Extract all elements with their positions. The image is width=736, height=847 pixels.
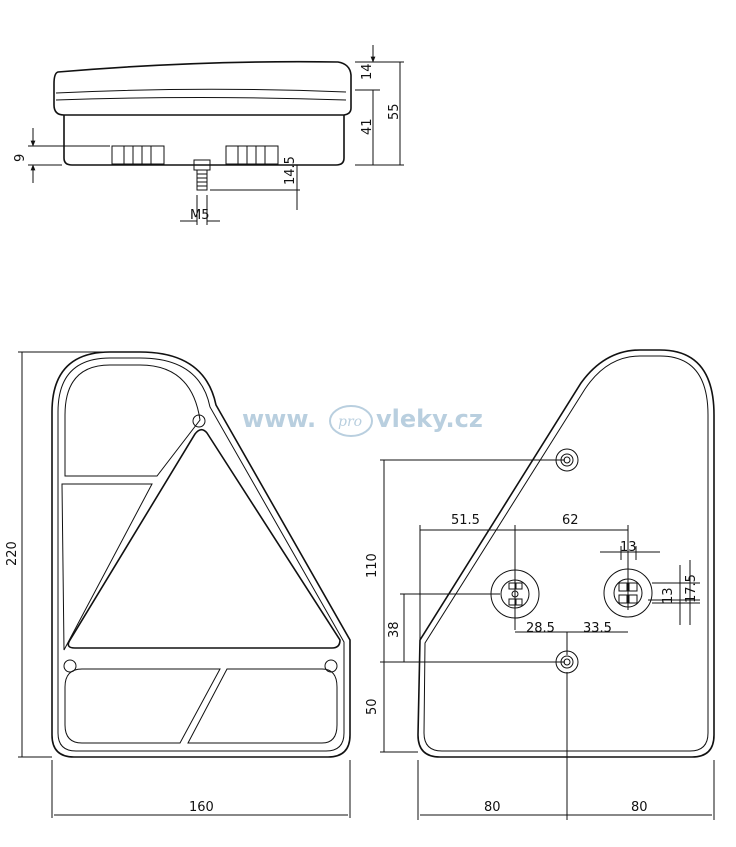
front-outline: [51, 351, 351, 758]
mount-hole-top: [192, 414, 206, 428]
dim-top-label: 14: [360, 63, 375, 80]
dim-connector-offset-label: 17.5: [684, 574, 699, 603]
thread-label: M5: [190, 208, 210, 223]
upper-lens: [64, 364, 201, 477]
rear-outline: [417, 349, 715, 758]
lower-lens-right: [187, 668, 338, 744]
mount-hole-right: [324, 659, 338, 673]
watermark: www. pro vleky.cz: [242, 405, 483, 437]
dim-half-right-label: 80: [631, 800, 648, 815]
rear-view: 110 50 38 51.5 62 28.5 33.5 13 13 17.5 8…: [365, 349, 715, 820]
dim-upper-label: 110: [365, 553, 380, 578]
front-view: 220 160: [5, 351, 351, 818]
dim-total-label: 55: [387, 103, 402, 120]
triangle-reflector: [67, 428, 341, 649]
dim-center-to-right-label: 33.5: [583, 621, 612, 636]
mount-clip-right: [225, 145, 279, 165]
dim-connector-spacing-label: 62: [562, 513, 579, 528]
watermark-www: www.: [242, 405, 316, 433]
watermark-pro: pro: [338, 414, 362, 430]
mounting-stud: [193, 159, 211, 191]
side-view: 14 41 55 9 14.5 M5: [13, 45, 404, 225]
watermark-domain: vleky.cz: [376, 405, 483, 433]
dim-half-left-label: 80: [484, 800, 501, 815]
lower-lens-left: [64, 668, 221, 744]
dim-pin-pitch-h-label: 13: [620, 540, 637, 555]
side-strip: [61, 483, 153, 651]
dim-left-spacing-label: 51.5: [451, 513, 480, 528]
dim-stud-label: 14.5: [283, 156, 298, 185]
dim-left-to-center-label: 28.5: [526, 621, 555, 636]
housing-body: [63, 115, 345, 166]
mount-hole-left: [63, 659, 77, 673]
mount-clip-left: [111, 145, 165, 165]
dim-lower-label: 50: [365, 698, 380, 715]
lens-outline: [53, 60, 352, 116]
dim-base-label: 9: [13, 154, 28, 162]
dim-width-label: 160: [189, 800, 214, 815]
dim-conn-offset-label: 38: [387, 621, 402, 638]
dim-pin-pitch-v-label: 13: [661, 587, 676, 604]
dim-body-label: 41: [360, 118, 375, 135]
dim-height-label: 220: [5, 541, 20, 566]
